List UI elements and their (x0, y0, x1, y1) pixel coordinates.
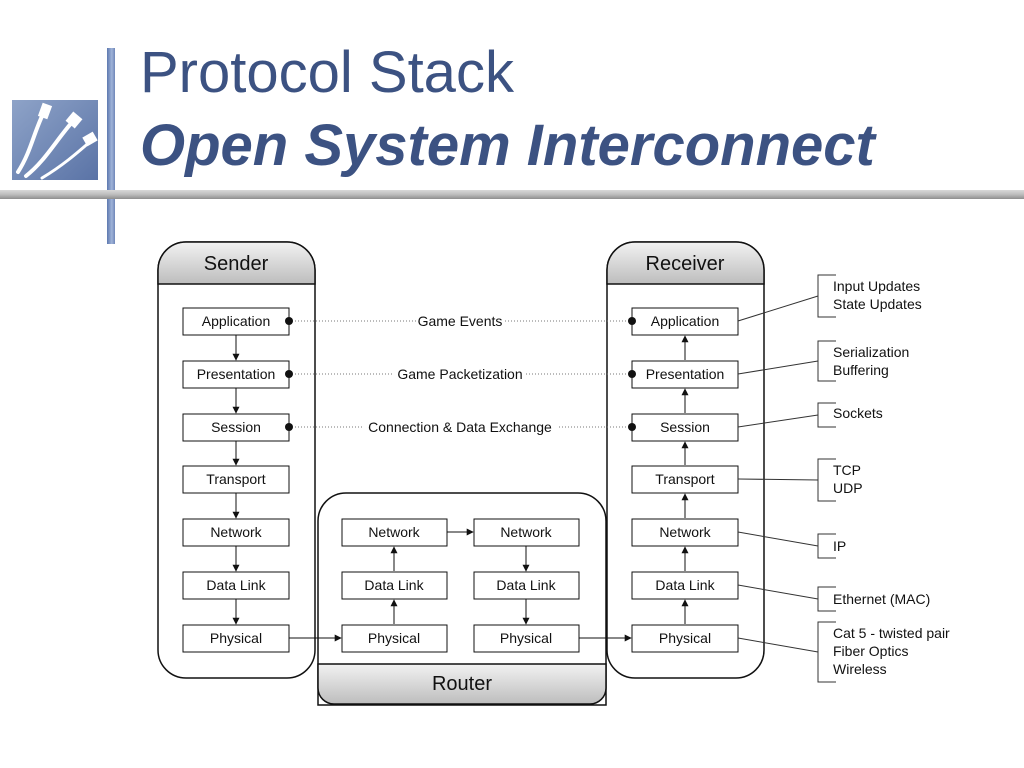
slide-subtitle: Open System Interconnect (140, 113, 875, 178)
router-layer-box (473, 571, 580, 600)
sender-layer-transport: Transport (206, 471, 266, 487)
receiver-layer-box (631, 360, 739, 389)
receiver-layer-network: Network (659, 524, 711, 540)
router-layer-box (341, 624, 448, 653)
receiver-label: Receiver (646, 253, 725, 275)
router-layer-box (341, 518, 448, 547)
router-stack: Network Data Link Physical Network Data … (341, 518, 580, 653)
annotation-texts: Input Updates State Updates Serializatio… (833, 278, 950, 677)
sender-layer-box (182, 413, 290, 442)
receiver-layer-box (631, 624, 739, 653)
slide-title: Protocol Stack (140, 40, 514, 105)
peer-link-game-events: Game Events (418, 313, 503, 329)
annotation-wireless: Wireless (833, 661, 887, 677)
annotation-cat5: Cat 5 - twisted pair (833, 625, 950, 641)
router-right-physical: Physical (500, 630, 552, 646)
sender-layer-data-link: Data Link (206, 577, 266, 593)
annotation-sockets: Sockets (833, 405, 883, 421)
receiver-layer-physical: Physical (659, 630, 711, 646)
peer-link-connection-data-exchange: Connection & Data Exchange (368, 419, 552, 435)
router-layer-box (473, 624, 580, 653)
router-arrows (390, 528, 530, 625)
sender-layer-network: Network (210, 524, 262, 540)
sender-layer-box (182, 571, 290, 600)
layer-annotations (737, 274, 836, 683)
cable-plugs-icon (12, 100, 98, 180)
sender-layer-session: Session (211, 419, 261, 435)
annotation-state-updates: State Updates (833, 296, 922, 312)
sender-layer-box (182, 307, 290, 336)
sender-layer-box (182, 518, 290, 547)
sender-layer-box (182, 624, 290, 653)
router-layer-box (341, 571, 448, 600)
receiver-layer-transport: Transport (655, 471, 715, 487)
annotation-serialization: Serialization (833, 344, 909, 360)
router-right-data-link: Data Link (496, 577, 556, 593)
annotation-ip: IP (833, 538, 846, 554)
receiver-layer-application: Application (651, 313, 720, 329)
title-vertical-accent-bar (107, 48, 115, 244)
receiver-layer-box (631, 307, 739, 336)
annotation-fiber-optics: Fiber Optics (833, 643, 908, 659)
receiver-layer-data-link: Data Link (655, 577, 715, 593)
annotation-ethernet-mac: Ethernet (MAC) (833, 591, 930, 607)
router-left-network: Network (368, 524, 420, 540)
receiver-layer-session: Session (660, 419, 710, 435)
receiver-layer-box (631, 465, 739, 494)
annotation-input-updates: Input Updates (833, 278, 920, 294)
sender-layer-application: Application (202, 313, 271, 329)
peer-link-game-packetization: Game Packetization (397, 366, 522, 382)
sender-layer-physical: Physical (210, 630, 262, 646)
title-horizontal-rule (0, 190, 1024, 199)
router-left-physical: Physical (368, 630, 420, 646)
router-left-data-link: Data Link (364, 577, 424, 593)
router-right-network: Network (500, 524, 552, 540)
router-label: Router (432, 673, 492, 695)
annotation-tcp: TCP (833, 462, 861, 478)
sender-label: Sender (204, 253, 269, 275)
receiver-layer-box (631, 413, 739, 442)
sender-layer-presentation: Presentation (197, 366, 276, 382)
router-layer-box (473, 518, 580, 547)
receiver-layer-presentation: Presentation (646, 366, 725, 382)
sender-stack: Application Presentation Session Transpo… (182, 307, 290, 653)
annotation-udp: UDP (833, 480, 863, 496)
peer-links: Game Events Game Packetization Connectio… (285, 313, 636, 436)
annotation-buffering: Buffering (833, 362, 889, 378)
